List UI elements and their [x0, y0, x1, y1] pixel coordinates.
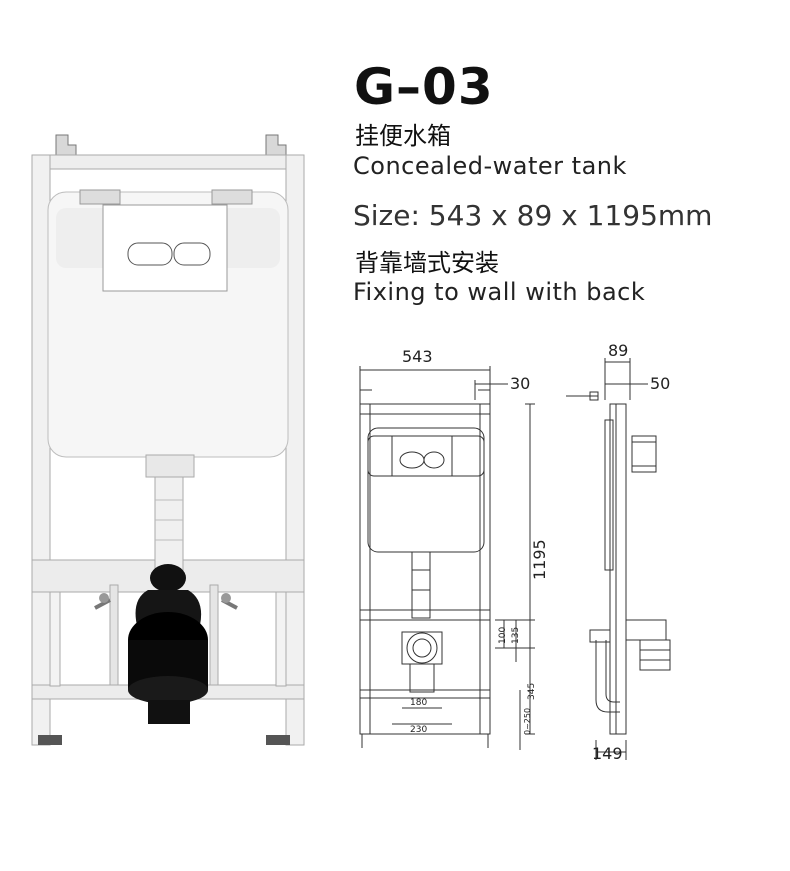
foot-left	[38, 735, 62, 745]
side-view-drawing: 89 50 149	[566, 341, 671, 763]
flush-pipe	[154, 476, 184, 573]
dim-width: 543	[402, 347, 433, 366]
mounting-type-cn: 背靠墙式安装	[355, 249, 499, 277]
dim-offset: 50	[650, 374, 670, 393]
dim-height: 1195	[530, 539, 549, 580]
mounting-bolt-right	[221, 593, 238, 610]
front-view-drawing: 543 30 1195 100 135 345 180 230 0~250	[359, 347, 549, 750]
tank-neck	[145, 454, 195, 478]
dim-135: 135	[511, 627, 521, 644]
dim-adjust-range: 0~250	[523, 708, 532, 735]
dim-230: 230	[410, 725, 427, 735]
waste-pipe	[128, 564, 208, 724]
top-bracket-right	[265, 134, 287, 156]
size-spec: Size: 543 x 89 x 1195mm	[353, 199, 713, 232]
foot-right	[266, 735, 290, 745]
dim-offset-top: 30	[510, 374, 530, 393]
mounting-bolt-left	[94, 593, 111, 610]
dim-depth: 89	[608, 341, 628, 360]
dim-100: 100	[498, 627, 508, 644]
product-name-cn: 挂便水箱	[355, 122, 451, 150]
mounting-type-en: Fixing to wall with back	[353, 278, 646, 306]
flush-plate	[102, 204, 228, 292]
top-bracket-left	[55, 134, 77, 156]
flush-button-left	[127, 242, 173, 266]
dim-180: 180	[410, 698, 427, 708]
dim-bottom: 149	[592, 744, 623, 763]
dim-345: 345	[527, 683, 537, 700]
flush-button-right	[173, 242, 211, 266]
model-code: G–03	[354, 58, 494, 116]
product-name-en: Concealed-water tank	[353, 152, 627, 180]
product-photo	[31, 134, 305, 746]
